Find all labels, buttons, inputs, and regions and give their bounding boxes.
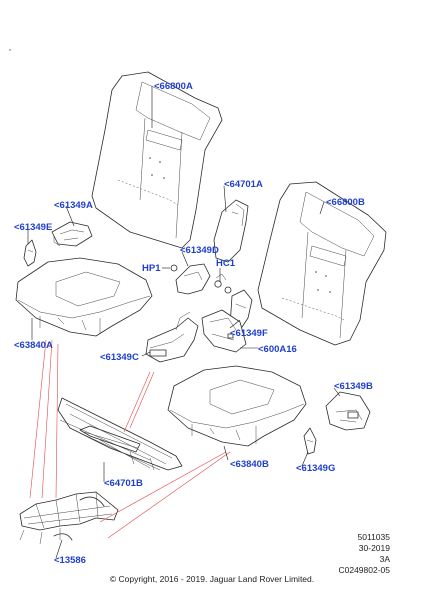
callout-63840A: <63840A [14,340,53,351]
callout-61349D: <61349D [180,245,219,256]
corner-dot [9,49,11,51]
copyright-notice: © Copyright, 2016 - 2019. Jaguar Land Ro… [109,574,315,584]
bracket-61349A [51,221,93,247]
latch-assembly-61349D [170,263,232,295]
callout-63840B: <63840B [230,459,269,470]
seat-cushion-right-63840B [167,365,307,447]
callout-61349E: <61349E [14,222,52,233]
callout-64701B: <64701B [104,478,143,489]
reference-line-2: 30-2019 [358,543,390,553]
hinge-bracket-61349C [145,311,199,363]
callout-HC1: HC1 [216,258,236,269]
spring-mat-13586 [19,491,119,545]
seat-back-right-66800B [257,181,387,346]
reference-line-3: 3A [379,554,390,564]
seat-cushion-left-63840A [15,257,153,337]
callout-HP1: HP1 [142,263,161,274]
callout-64701A: <64701A [224,179,263,190]
clip-61349E [23,239,37,267]
red-leader-lines [29,339,231,539]
callout-61349G: <61349G [296,463,335,474]
callout-13586: <13586 [54,555,86,566]
black-leader-lines [27,86,341,559]
callout-61349A: <61349A [54,200,93,211]
reference-line-4: C0249802-05 [338,565,390,575]
bracket-61349B [325,391,371,431]
wire-frame-64701B [57,397,183,471]
callout-66800B: <66800B [326,197,365,208]
callout-66800A: <66800A [154,81,193,92]
seat-back-left-66800A [91,71,223,249]
callout-61349B: <61349B [334,381,373,392]
callout-61349F: <61349F [230,328,268,339]
clip-61349G [303,427,317,455]
reference-line-1: 5011035 [357,532,390,542]
callout-61349C: <61349C [100,352,139,363]
armrest-panel-64701A [213,199,249,263]
callout-600A16: <600A16 [258,344,297,355]
